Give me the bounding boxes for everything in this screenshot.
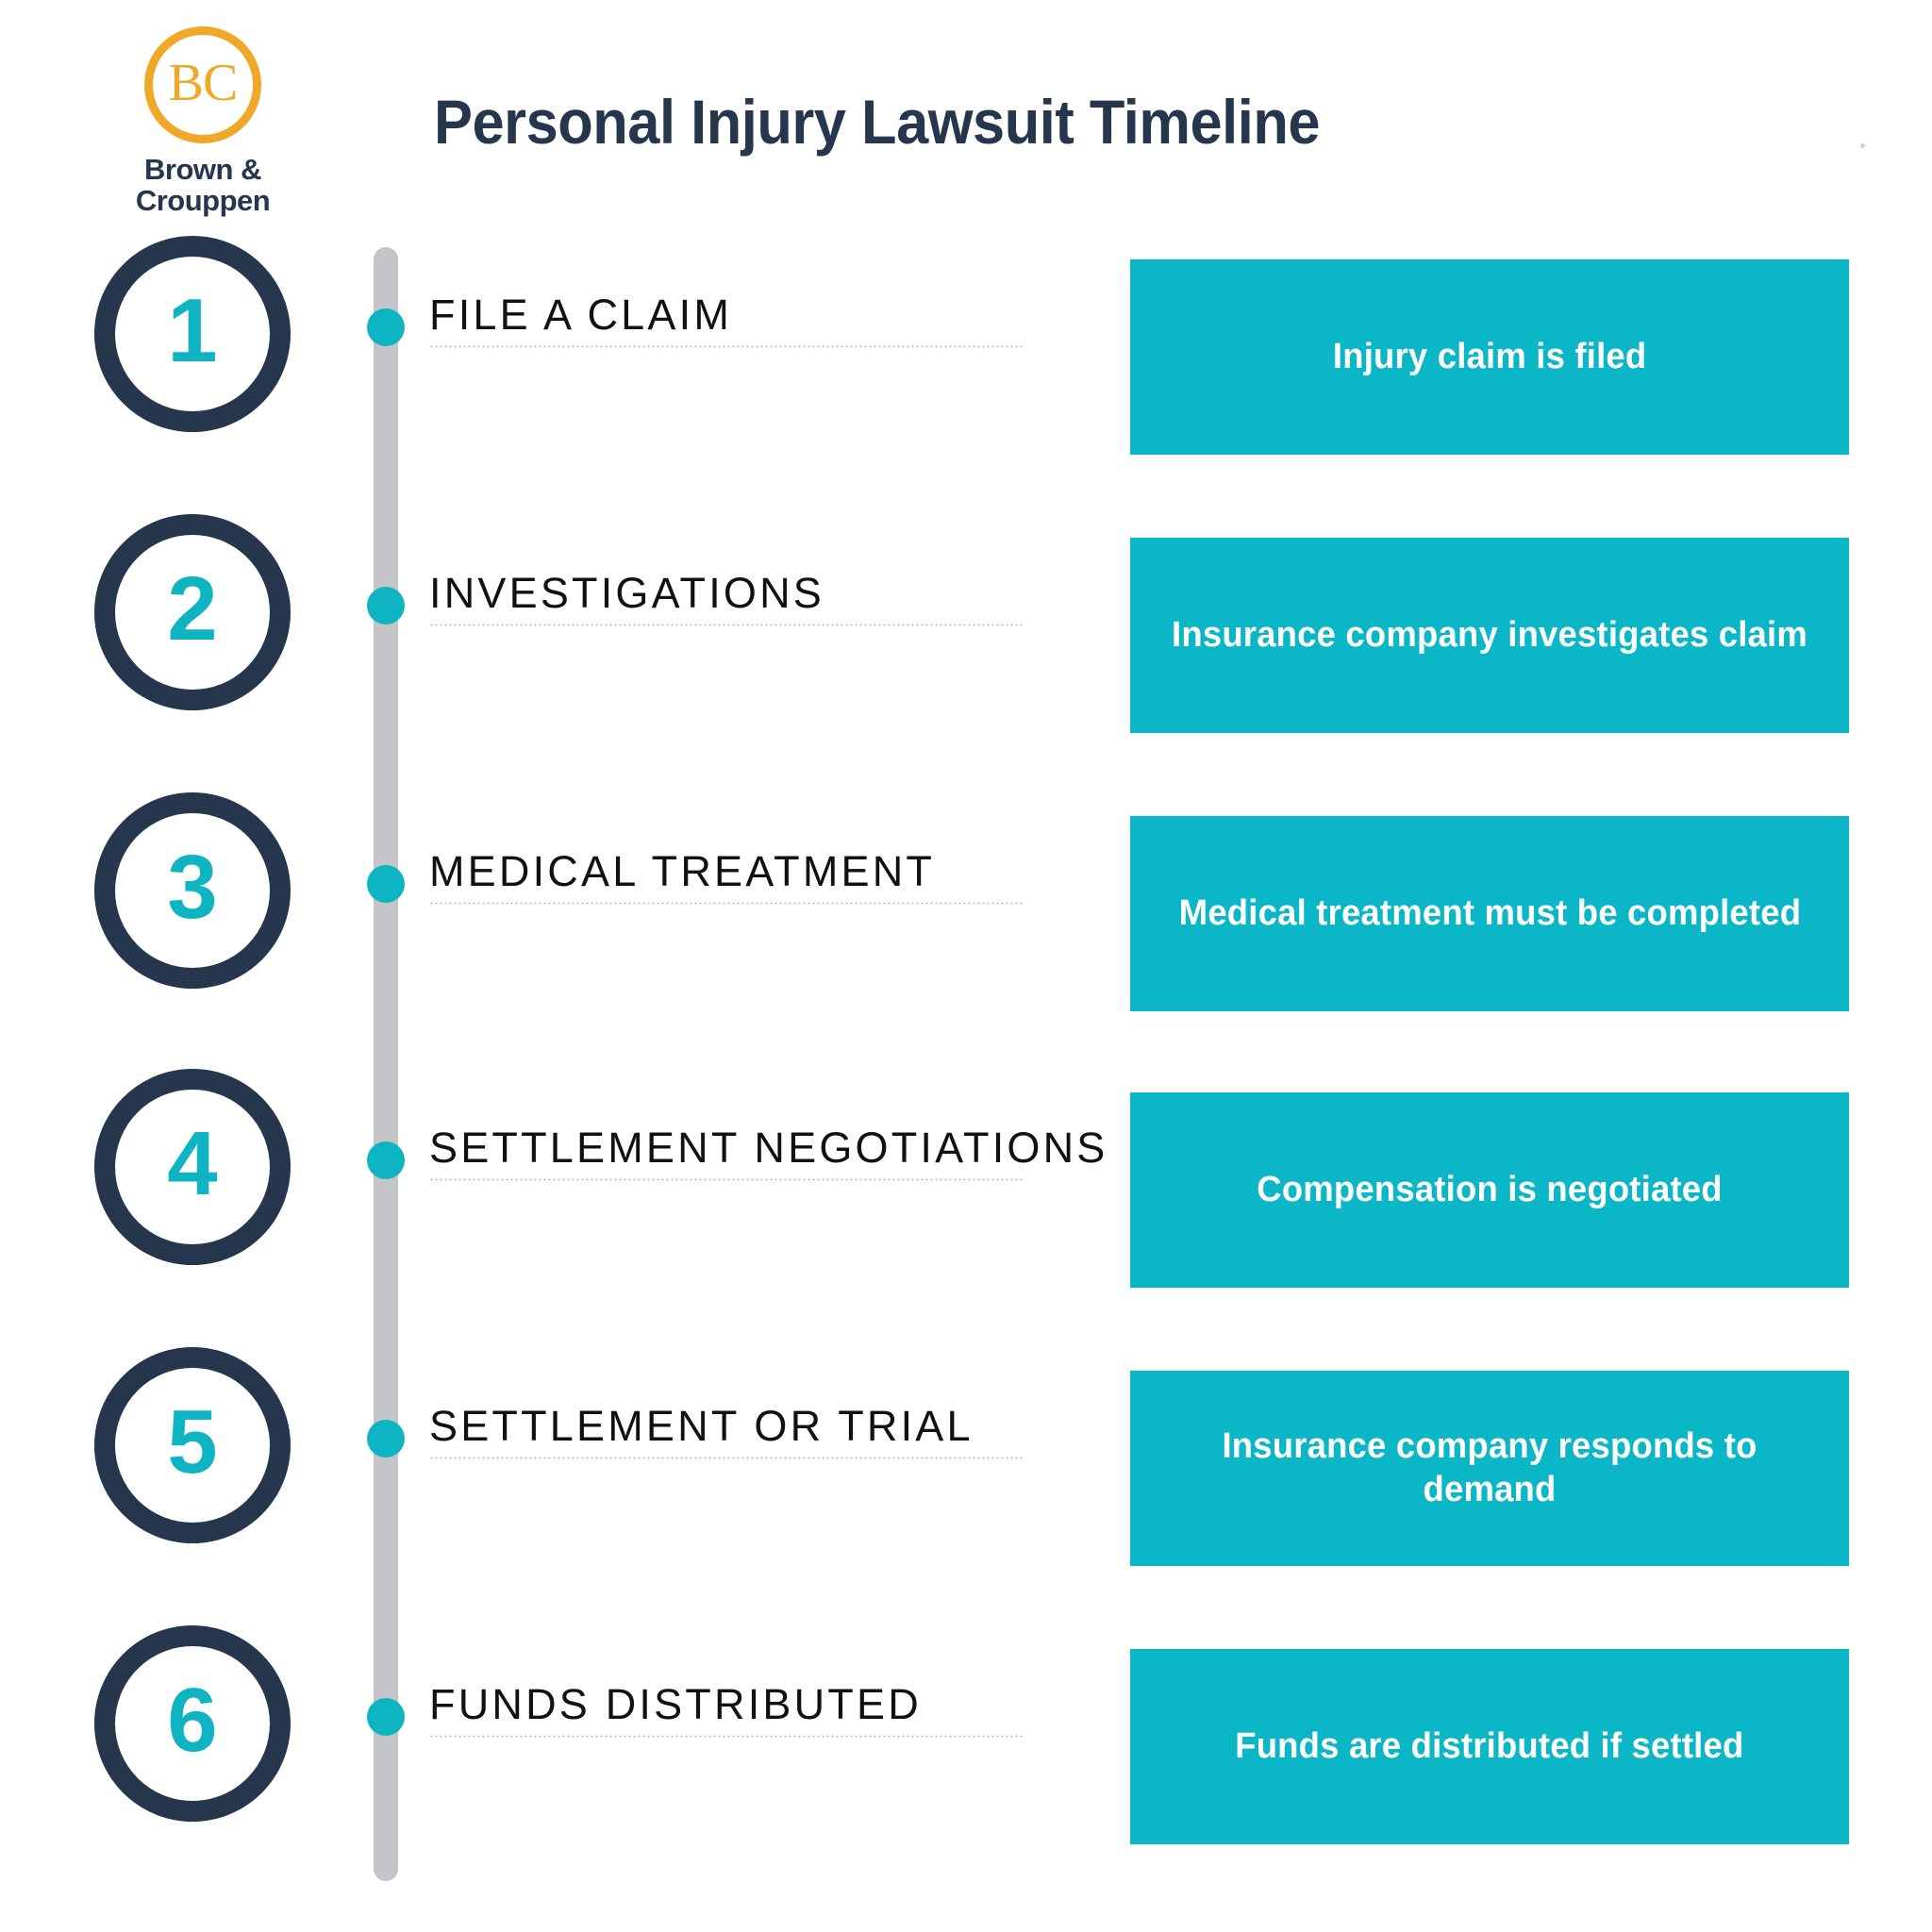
timeline-node-dot <box>367 865 405 903</box>
timeline-step: 4 SETTLEMENT NEGOTIATIONS Compensation i… <box>0 1069 1932 1288</box>
step-description-text: Compensation is negotiated <box>1257 1169 1723 1209</box>
step-label: FUNDS DISTRIBUTED <box>429 1680 922 1728</box>
step-label-group: SETTLEMENT NEGOTIATIONS <box>429 1123 1108 1182</box>
step-label: INVESTIGATIONS <box>429 569 825 617</box>
timeline-node-dot <box>367 1141 405 1179</box>
step-number-circle: 5 <box>94 1347 291 1543</box>
step-label-group: SETTLEMENT OR TRIAL <box>429 1401 1024 1460</box>
timeline-step: 5 SETTLEMENT OR TRIAL Insurance company … <box>0 1347 1932 1566</box>
page-header: BC Brown & Crouppen Personal Injury Laws… <box>0 0 1932 245</box>
step-description-box: Insurance company investigates claim <box>1130 538 1849 733</box>
step-description-box: Compensation is negotiated <box>1130 1092 1849 1288</box>
step-number: 6 <box>167 1670 218 1771</box>
logo-circle-icon: BC <box>144 26 261 143</box>
step-number: 2 <box>167 558 218 659</box>
step-label-divider <box>429 345 1024 349</box>
step-label-divider <box>429 624 1024 627</box>
step-label-divider <box>429 1178 1024 1182</box>
step-label-divider <box>429 902 1024 906</box>
timeline-node-dot <box>367 1698 405 1736</box>
step-number: 4 <box>167 1113 218 1214</box>
decorative-dot <box>1860 143 1865 148</box>
timeline-node-dot <box>367 308 405 346</box>
step-number-circle: 2 <box>94 514 291 710</box>
step-description-text: Medical treatment must be completed <box>1178 892 1801 933</box>
step-description-text: Insurance company responds to demand <box>1222 1425 1757 1509</box>
timeline-step: 2 INVESTIGATIONS Insurance company inves… <box>0 514 1932 733</box>
logo-wordmark-line1: Brown & <box>144 153 261 186</box>
timeline-rail <box>374 247 398 1881</box>
timeline-node-dot <box>367 1420 405 1457</box>
step-number-circle: 3 <box>94 792 291 989</box>
logo-wordmark-line2: Crouppen <box>135 183 271 217</box>
logo-monogram: BC <box>168 54 239 112</box>
step-number-circle: 4 <box>94 1069 291 1265</box>
step-description-box: Insurance company responds to demand <box>1130 1371 1849 1566</box>
step-label: SETTLEMENT NEGOTIATIONS <box>429 1124 1108 1172</box>
timeline-step: 3 MEDICAL TREATMENT Medical treatment mu… <box>0 792 1932 1011</box>
step-description-text: Insurance company investigates claim <box>1172 614 1807 655</box>
step-description-box: Funds are distributed if settled <box>1130 1649 1849 1844</box>
timeline-node-dot <box>367 587 405 625</box>
step-number: 3 <box>167 837 218 938</box>
step-number: 5 <box>167 1391 218 1492</box>
step-label-divider <box>429 1735 1024 1739</box>
step-description-text: Injury claim is filed <box>1332 336 1647 376</box>
timeline-step: 6 FUNDS DISTRIBUTED Funds are distribute… <box>0 1625 1932 1844</box>
timeline-step: 1 FILE A CLAIM Injury claim is filed <box>0 236 1932 455</box>
logo-wordmark: Brown & Crouppen <box>94 153 311 217</box>
step-description-box: Injury claim is filed <box>1130 259 1849 455</box>
brand-logo[interactable]: BC Brown & Crouppen <box>94 26 311 217</box>
step-label-group: MEDICAL TREATMENT <box>429 846 1024 906</box>
step-label: SETTLEMENT OR TRIAL <box>429 1402 974 1450</box>
step-number-circle: 1 <box>94 236 291 432</box>
step-label-divider <box>429 1457 1024 1460</box>
page-title: Personal Injury Lawsuit Timeline <box>434 87 1321 158</box>
step-label: MEDICAL TREATMENT <box>429 847 936 895</box>
step-label-group: INVESTIGATIONS <box>429 568 1024 627</box>
step-label-group: FUNDS DISTRIBUTED <box>429 1679 1024 1739</box>
step-description-box: Medical treatment must be completed <box>1130 816 1849 1011</box>
step-label: FILE A CLAIM <box>429 291 733 339</box>
step-number-circle: 6 <box>94 1625 291 1822</box>
step-label-group: FILE A CLAIM <box>429 290 1024 349</box>
step-number: 1 <box>167 280 218 381</box>
step-description-text: Funds are distributed if settled <box>1235 1725 1744 1766</box>
